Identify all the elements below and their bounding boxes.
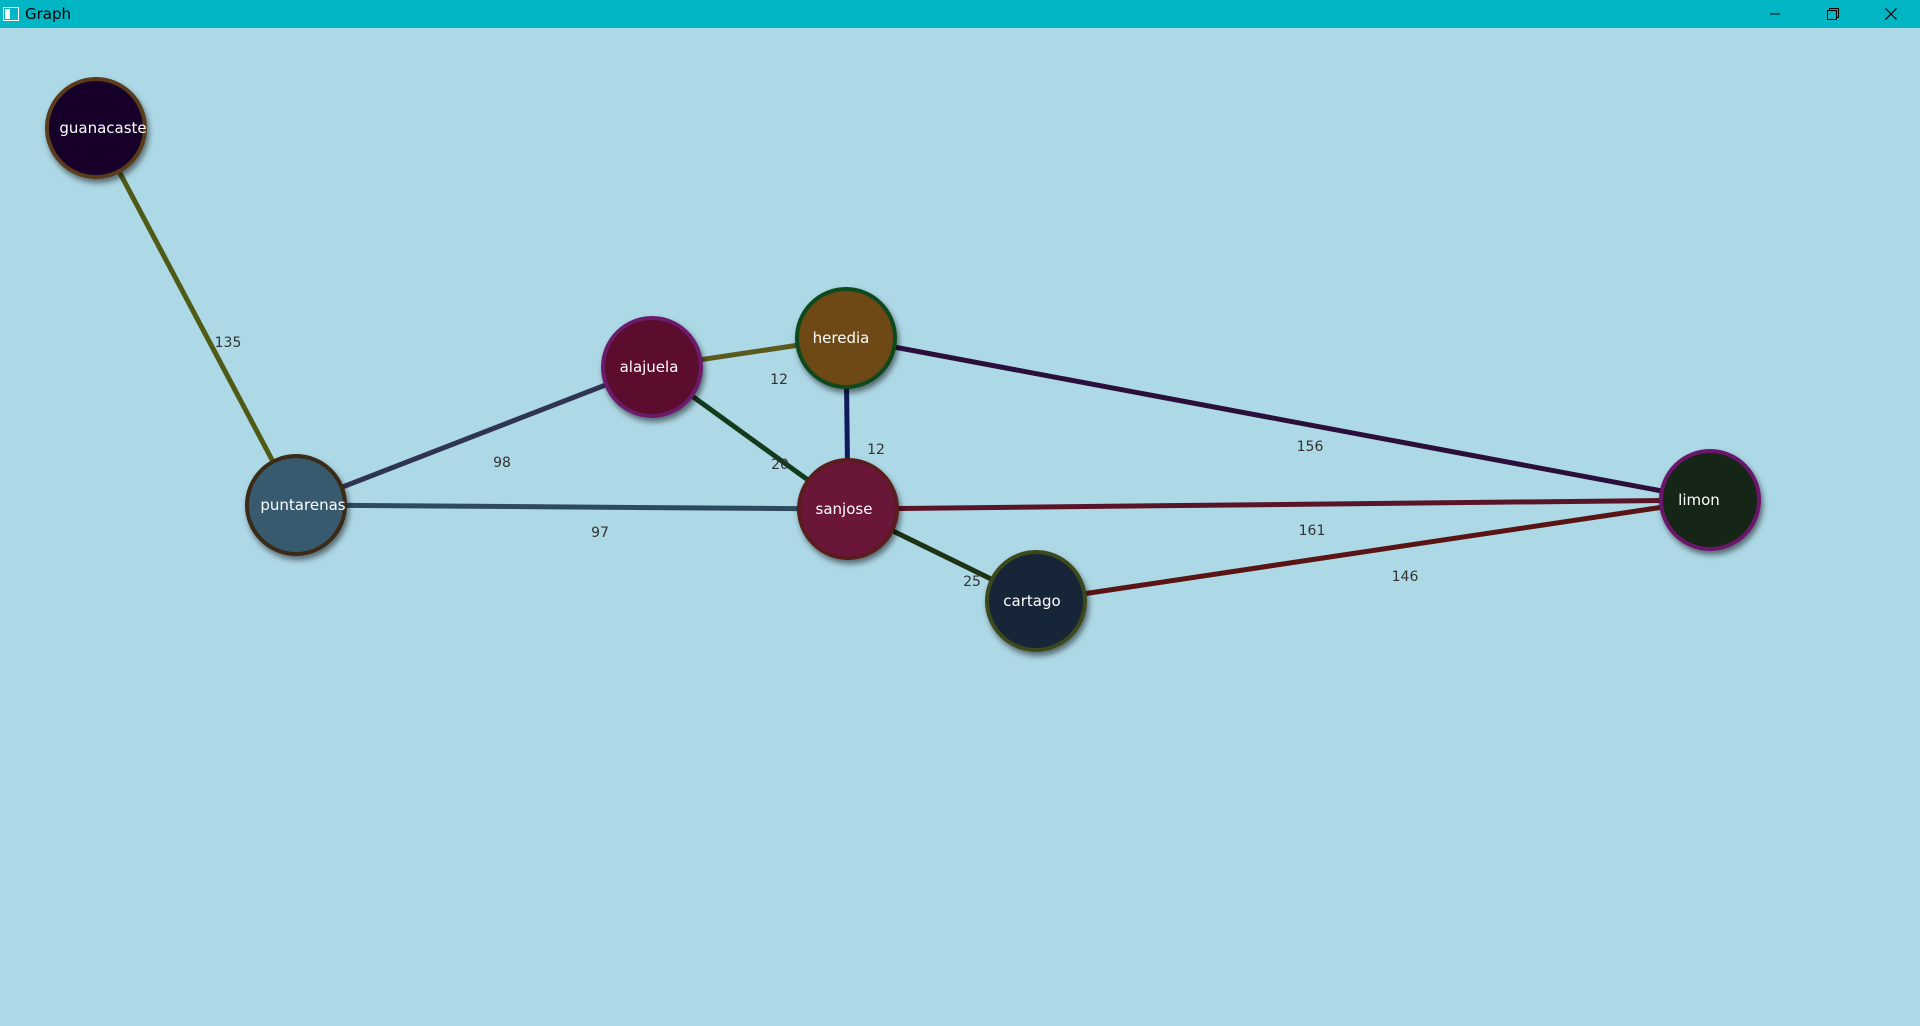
edge-weight-label: 25: [963, 574, 981, 590]
window-titlebar: Graph: [0, 0, 1920, 28]
node-cartago[interactable]: cartago: [985, 550, 1087, 652]
restore-icon: [1827, 8, 1839, 20]
window-controls: [1746, 0, 1920, 28]
node-label: limon: [1678, 491, 1720, 509]
nodes-layer: guanacaste puntarenas alajuela heredia sanjo…: [45, 77, 1761, 652]
node-puntarenas[interactable]: puntarenas: [245, 454, 347, 556]
node-circle[interactable]: [795, 287, 897, 389]
close-icon: [1885, 8, 1897, 20]
edge-heredia-limon: [845, 335, 1711, 503]
weights-layer: 135 98 97 12 20 12 156 161 25 146: [215, 335, 1419, 590]
app-icon: [3, 7, 19, 21]
minimize-icon: [1770, 13, 1780, 15]
node-circle[interactable]: [45, 77, 147, 179]
edge-weight-label: 97: [591, 525, 609, 541]
node-label: sanjose: [816, 500, 873, 518]
edge-cartago-limon: [1035, 497, 1711, 604]
node-circle[interactable]: [245, 454, 347, 556]
graph-canvas: 135 98 97 12 20 12 156 161 25 146 guanacaste punta…: [0, 28, 1920, 1026]
node-label: guanacaste: [59, 119, 146, 137]
edge-weight-label: 98: [493, 455, 511, 471]
node-label: cartago: [1003, 592, 1060, 610]
edge-weight-label: 12: [867, 442, 885, 458]
node-circle[interactable]: [1659, 449, 1761, 551]
node-circle[interactable]: [985, 550, 1087, 652]
restore-button[interactable]: [1804, 0, 1862, 28]
node-circle[interactable]: [797, 458, 899, 560]
node-label: puntarenas: [260, 496, 345, 514]
node-sanjose[interactable]: sanjose: [797, 458, 899, 560]
edge-weight-label: 20: [771, 457, 789, 473]
node-limon[interactable]: limon: [1659, 449, 1761, 551]
graph-svg: 135 98 97 12 20 12 156 161 25 146 guanacaste punta…: [45, 77, 1761, 652]
edge-guanacaste-puntarenas: [93, 126, 299, 507]
node-circle[interactable]: [601, 316, 703, 418]
node-label: heredia: [813, 329, 870, 347]
node-label: alajuela: [620, 358, 679, 376]
node-heredia[interactable]: heredia: [795, 287, 897, 389]
edge-weight-label: 135: [215, 335, 242, 351]
edge-puntarenas-sanjose: [295, 502, 849, 512]
edge-weight-label: 12: [770, 372, 788, 388]
edge-weight-label: 156: [1297, 439, 1324, 455]
node-alajuela[interactable]: alajuela: [601, 316, 703, 418]
edge-puntarenas-alajuela: [295, 364, 653, 508]
edge-sanjose-limon: [847, 497, 1711, 512]
close-button[interactable]: [1862, 0, 1920, 28]
minimize-button[interactable]: [1746, 0, 1804, 28]
node-guanacaste[interactable]: guanacaste: [45, 77, 147, 179]
edge-weight-label: 161: [1299, 523, 1326, 539]
window-title: Graph: [25, 5, 72, 23]
edge-weight-label: 146: [1392, 569, 1419, 585]
